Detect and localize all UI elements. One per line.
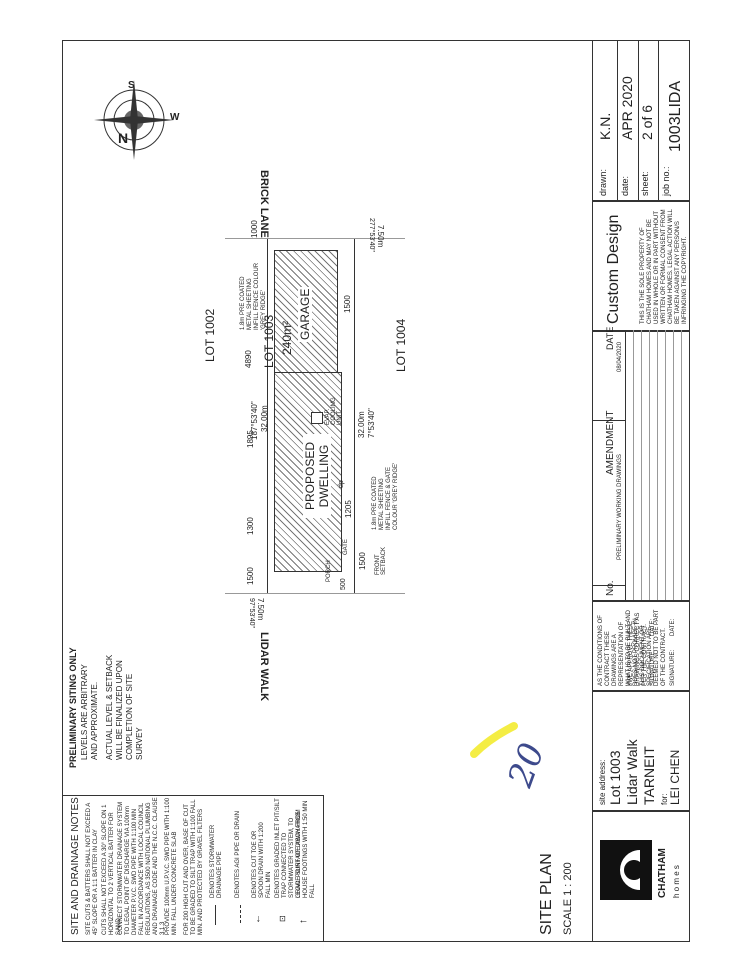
site-lot: Lot 1003	[607, 750, 623, 806]
fence-top-note: 1.8m PRE COATED METAL SHEETING INFILL FE…	[240, 262, 267, 330]
spoon-drain-arrow-icon: ←	[252, 914, 263, 924]
title-block-info	[592, 40, 690, 202]
note-item-1: SITE CUTS & BATTERS SHALL NOT EXCEED A 4…	[86, 803, 99, 935]
lot-boundary-bottom	[354, 238, 355, 593]
site-address-label: site address:	[598, 759, 607, 805]
amendment-header: AMENDMENT	[605, 410, 616, 475]
preliminary-item-1: LEVELS ARE ARBITRARY AND APPROXIMATE.	[80, 664, 99, 760]
porch-label: PORCH	[326, 560, 332, 582]
grade-arrow-icon: ↑	[298, 919, 309, 924]
front-bearing: 97°53'40"	[248, 598, 255, 628]
copyright-text: THIS IS THE SOLE PROPERTY OF CHATHAM HOM…	[640, 209, 688, 324]
dim-500: 500	[340, 578, 347, 590]
silt-trap-icon: ⊡	[278, 915, 287, 922]
legend-item-5: GRADE SURFACE AWAY FROM HOUSE FOOTINGS W…	[296, 800, 316, 898]
length-top: 32.00m	[260, 405, 269, 432]
amendment-first-entry: PRELIMINARY WORKING DRAWINGS	[617, 454, 623, 560]
brick-lane-label: BRICK LANE	[258, 170, 270, 238]
dim-1500-rear: 1500	[343, 295, 352, 313]
brand-name: CHATHAM	[657, 848, 668, 898]
site-address-block	[592, 690, 690, 812]
dim-1000: 1000	[250, 220, 259, 238]
notes-block	[62, 795, 324, 942]
lidar-walk-label: LIDAR WALK	[258, 632, 270, 702]
contract-block	[592, 600, 690, 692]
lot-1004-label: LOT 1004	[394, 318, 408, 372]
signature-1: SIGNATURE:	[650, 649, 656, 686]
notes-heading: SITE AND DRAINAGE NOTES	[70, 797, 81, 935]
design-title: Custom Design	[605, 214, 622, 324]
legend-item-3: DENOTES CUT TOE OR SPOON DRAIN WITH 1:20…	[252, 822, 272, 898]
amendment-no-header: No.	[605, 580, 616, 596]
lot-1002-label: LOT 1002	[203, 308, 217, 362]
logo-block	[592, 810, 690, 942]
note-item-4: PROVIDE 100mm U.P.V.C. SWD PIPE WITH 1:1…	[165, 797, 178, 935]
compass-icon	[94, 80, 174, 160]
job-value: 1003LIDA	[667, 80, 684, 152]
length-bottom: 32.00m	[357, 411, 366, 438]
downpipe-label: dp	[338, 480, 345, 488]
dim-1500-front: 1500	[246, 567, 255, 585]
highlighter-mark	[470, 722, 518, 758]
rear-width: 7.50m	[376, 225, 385, 248]
dim-4890: 4890	[244, 350, 253, 368]
cooling-label: EVAP. COOLING UNIT	[325, 397, 343, 425]
compass-south-label: S	[128, 80, 135, 91]
dwelling-label: PROPOSED DWELLING	[303, 434, 331, 518]
front-width: 7.50m	[256, 598, 265, 621]
bearing-bottom: 7°53'40"	[367, 408, 376, 438]
drawing-title: SITE PLAN	[538, 853, 555, 935]
gate-label: GATE	[343, 539, 349, 555]
signature-2: SIGNATURE:	[670, 649, 676, 686]
note-item-3: CONNECT STORMWATER DRAINAGE SYSTEM TO LE…	[118, 797, 166, 935]
north-label: N	[118, 130, 129, 146]
sheet-value: 2 of 6	[639, 104, 655, 140]
client-name: LEI CHEN	[668, 749, 682, 805]
front-setback-label: FRONT SETBACK	[375, 546, 387, 575]
compass-west-label: W	[170, 112, 180, 123]
lot-area: 240m²	[280, 320, 294, 355]
brand-sub: h o m e s	[672, 865, 681, 898]
drawn-label: drawn:	[598, 168, 608, 196]
amendment-first-date: 08/04/2020	[617, 341, 623, 372]
drawn-value: K.N.	[597, 112, 613, 140]
preliminary-heading: PRELIMINARY SITING ONLY	[68, 647, 78, 768]
note-item-5: FOR 200 HIGH CUT AND OVER, BASE OF CUT T…	[184, 799, 204, 935]
evap-cooling-unit	[311, 412, 323, 424]
dim-1300: 1300	[246, 517, 255, 535]
contract-approval: I/WE APPROVE THESE DRAWINGS CORRECT AS P…	[628, 612, 648, 686]
dim-1895: 1895	[246, 430, 255, 448]
drawing-scale: SCALE 1 : 200	[562, 862, 574, 935]
date-value: APR 2020	[619, 76, 635, 140]
sheet-label: sheet:	[640, 171, 650, 196]
legend-item-2: DENOTES AGI PIPE OR DRAIN	[235, 810, 241, 898]
dim-1205: 1205	[344, 500, 353, 518]
amendment-date-header: DATE	[605, 326, 615, 350]
legend-item-1: DENOTES STORMWATER DRAINAGE PIPE	[210, 824, 223, 898]
job-label: job no.:	[661, 166, 671, 196]
site-street: Lidar Walk	[624, 739, 640, 805]
chatham-logo-icon	[600, 840, 652, 900]
rear-bearing: 277°53'40"	[368, 218, 375, 252]
date-2: DATE:	[670, 618, 676, 636]
site-suburb: TARNEIT	[641, 746, 657, 805]
dim-1500-front-setback: 1500	[358, 552, 367, 570]
preliminary-item-2: ACTUAL LEVEL & SETBACK WILL BE FINALIZED…	[105, 654, 144, 760]
garage-label: GARAGE	[298, 286, 312, 342]
date-1: DATE:	[650, 618, 656, 636]
date-label: date:	[620, 175, 630, 196]
lot-boundary-top	[267, 238, 268, 593]
fence-bottom-note: 1.8m PRE COATED METAL SHEETING INFILL FE…	[372, 462, 399, 530]
